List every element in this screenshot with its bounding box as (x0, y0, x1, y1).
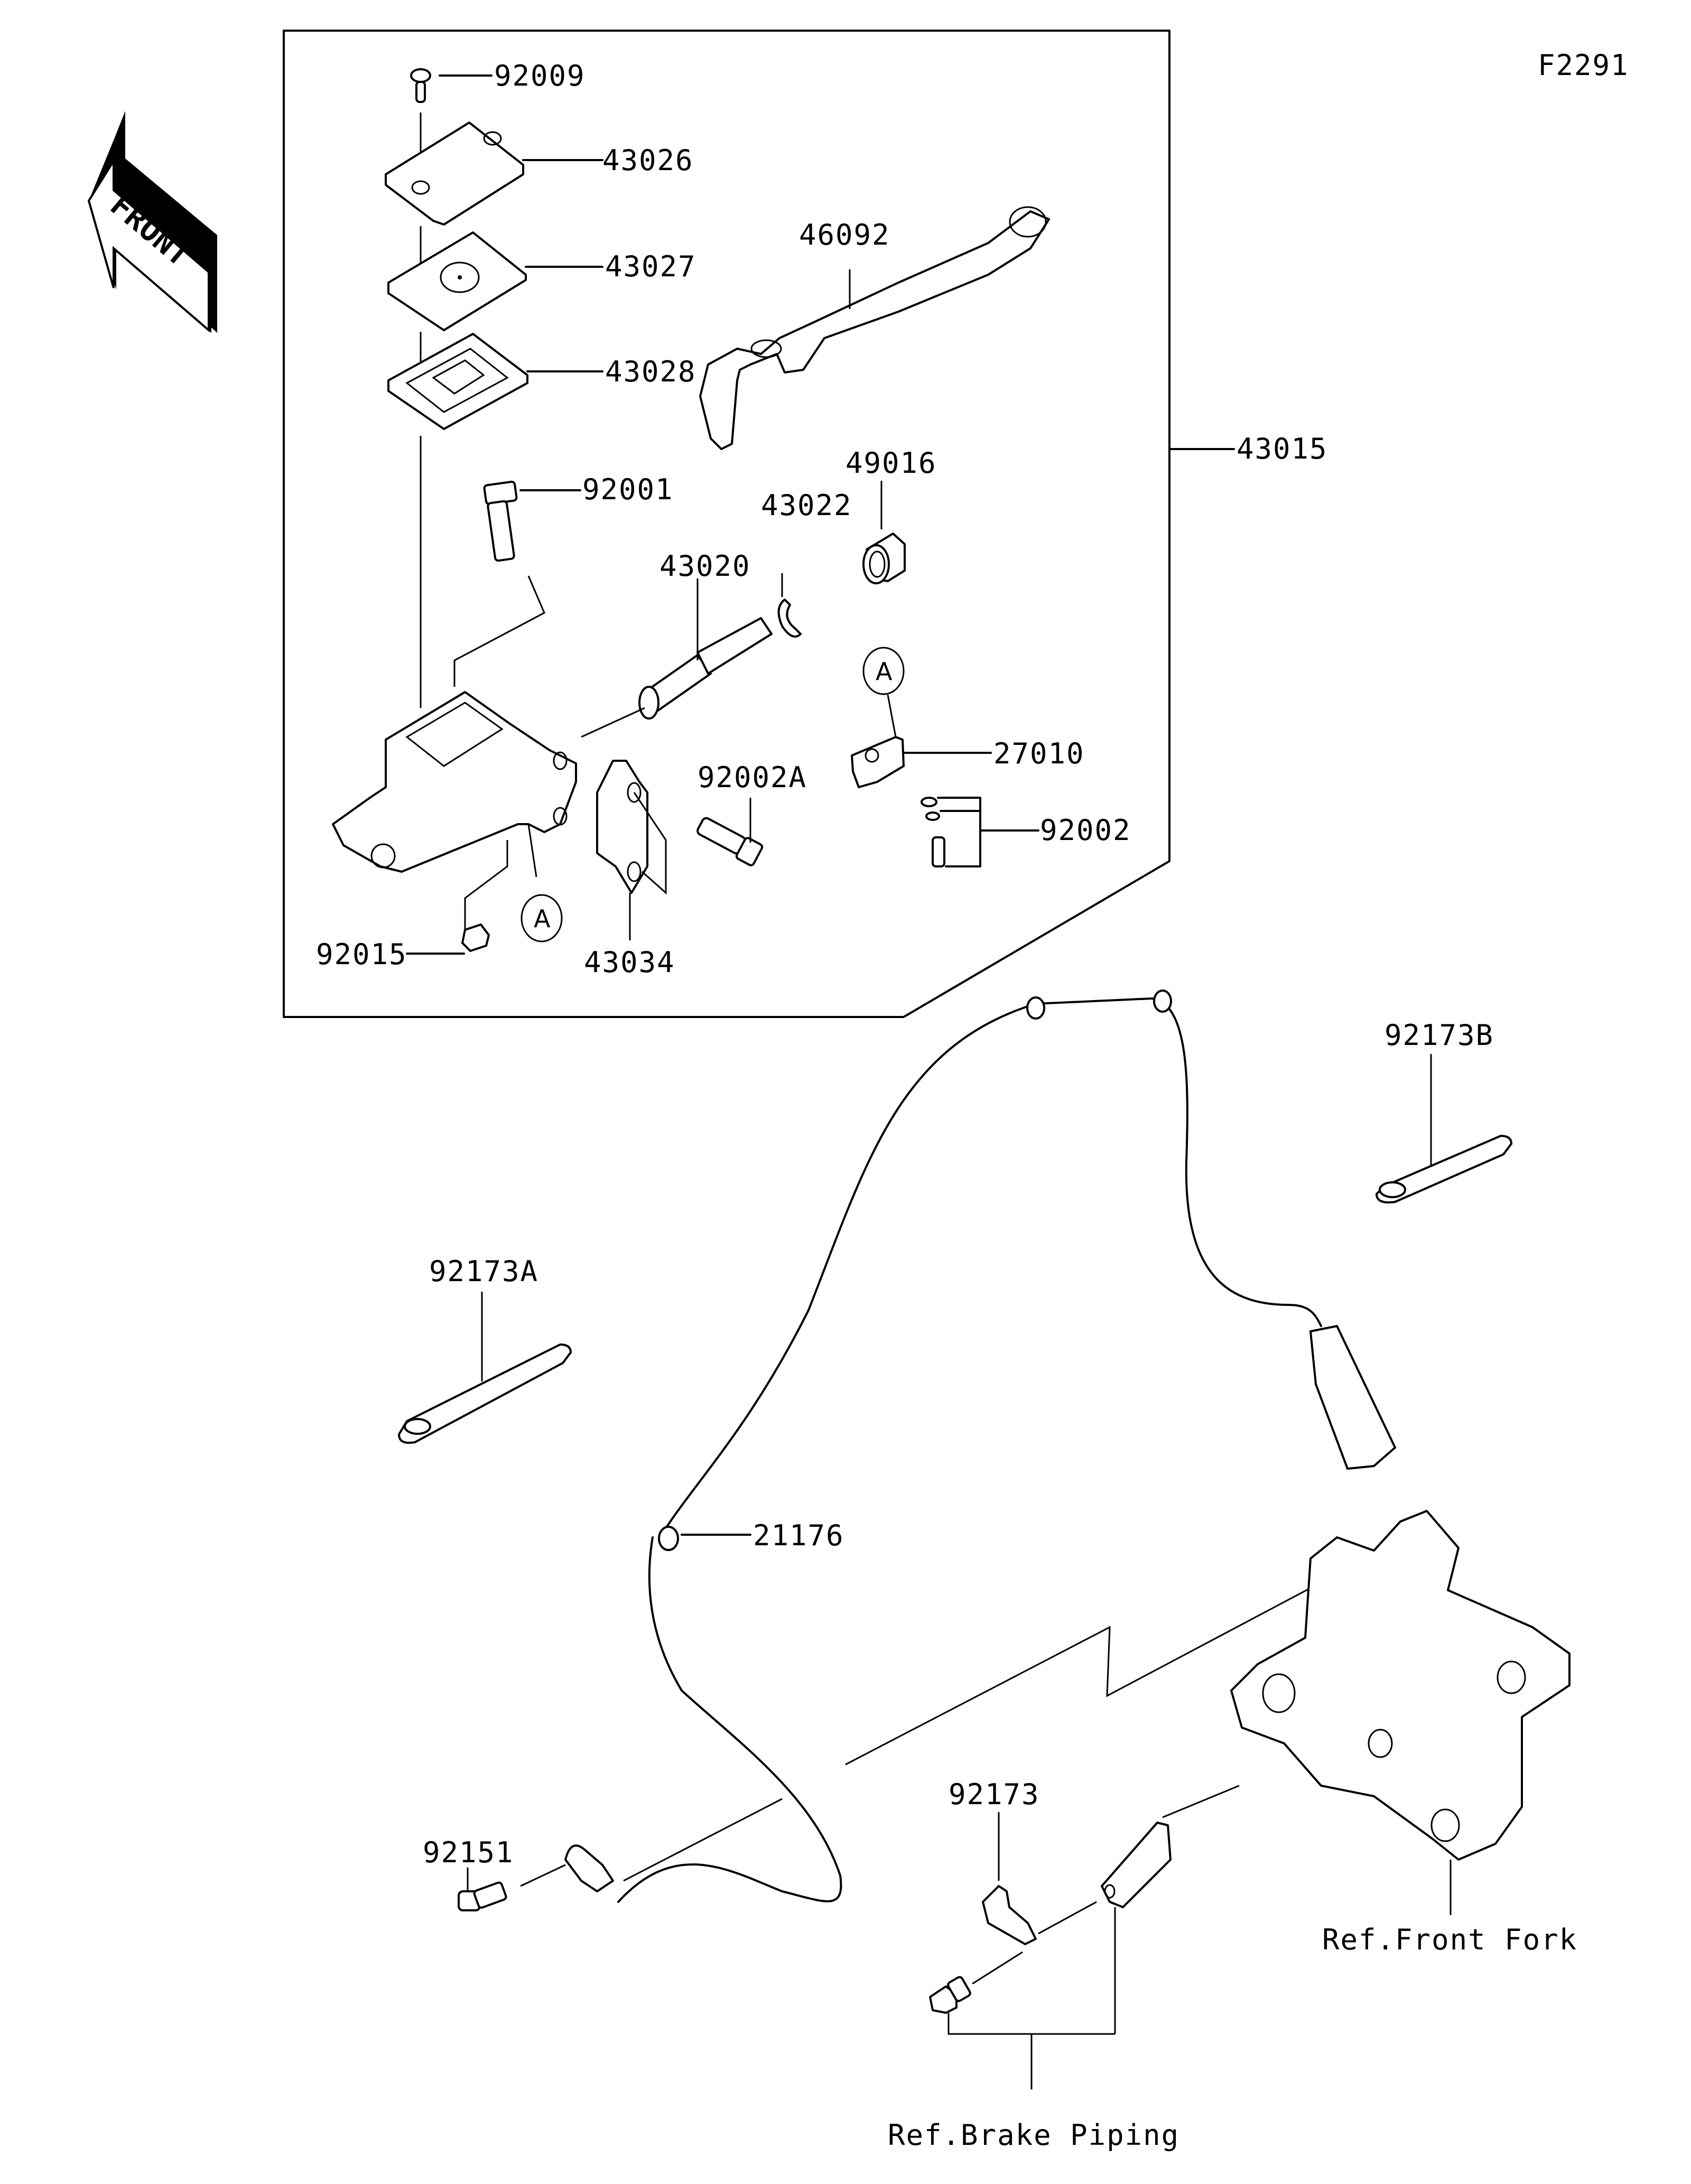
part-label-92151[interactable]: 92151 (423, 1836, 514, 1869)
callout-a-upper: A (862, 647, 905, 738)
part-label-92173B[interactable]: 92173B (1385, 1019, 1494, 1052)
part-92009 (410, 68, 493, 174)
part-label-92001[interactable]: 92001 (582, 473, 674, 506)
part-label-43026[interactable]: 43026 (602, 144, 694, 177)
part-label-43022[interactable]: 43022 (761, 489, 852, 522)
front-fork-bracket (1230, 1510, 1571, 1915)
callout-a-lower: A (521, 894, 563, 942)
part-21176 (617, 990, 1396, 1903)
part-43028 (387, 333, 603, 430)
part-label-43034[interactable]: 43034 (584, 946, 675, 979)
brake-pipe-bracket (1101, 1785, 1240, 2034)
part-92173A (398, 1292, 572, 1444)
part-label-43020[interactable]: 43020 (659, 549, 751, 583)
part-92151 (458, 1844, 614, 1911)
part-92173B (1376, 1054, 1512, 1203)
part-label-92173[interactable]: 92173 (949, 1778, 1040, 1811)
leader-bolt-line (623, 1798, 783, 1882)
part-label-92015[interactable]: 92015 (316, 938, 407, 971)
part-43034 (596, 760, 667, 940)
part-label-43027[interactable]: 43027 (605, 250, 696, 283)
part-label-92009[interactable]: 92009 (494, 59, 586, 92)
svg-text:A: A (534, 904, 551, 933)
part-label-43015[interactable]: 43015 (1237, 432, 1328, 465)
part-46092 (699, 206, 1050, 450)
ref-front-fork[interactable]: Ref.Front Fork (1322, 1923, 1577, 1956)
zigzag-leader (845, 1579, 1327, 1766)
ref-brake-piping[interactable]: Ref.Brake Piping (888, 2118, 1179, 2152)
part-label-46092[interactable]: 46092 (799, 218, 890, 251)
part-92002A (696, 798, 764, 866)
part-43026 (385, 122, 603, 285)
part-label-27010[interactable]: 27010 (993, 737, 1085, 770)
part-92015 (406, 923, 490, 955)
part-label-92002A[interactable]: 92002A (698, 761, 807, 794)
master-cylinder-body (332, 691, 577, 930)
part-92002 (921, 797, 1039, 867)
part-92173 (982, 1812, 1097, 1945)
part-label-92002[interactable]: 92002 (1040, 814, 1131, 847)
figure-code: F2291 (1538, 49, 1629, 82)
part-label-43028[interactable]: 43028 (605, 355, 696, 388)
part-27010 (851, 736, 992, 788)
part-92001 (453, 480, 581, 687)
part-label-21176[interactable]: 21176 (753, 1519, 844, 1552)
flange-bolt (929, 1951, 1115, 2089)
part-43022 (777, 573, 802, 638)
part-43020 (581, 578, 773, 738)
front-arrow-icon: FRONT (87, 111, 217, 333)
part-43027 (387, 231, 603, 365)
part-label-92173A[interactable]: 92173A (429, 1255, 538, 1288)
part-49016 (862, 481, 906, 584)
svg-text:A: A (876, 657, 893, 686)
assembly-box (283, 30, 1170, 1018)
part-label-49016[interactable]: 49016 (846, 446, 937, 480)
